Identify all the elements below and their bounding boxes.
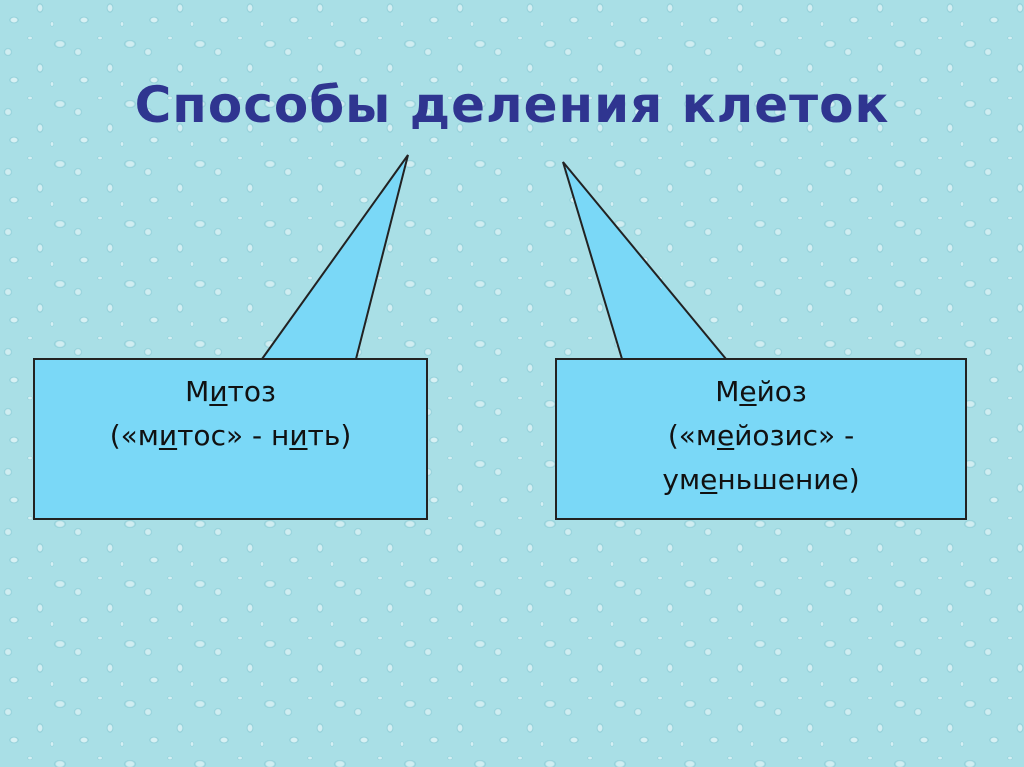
mitosis-name-pre: М bbox=[185, 375, 210, 408]
mitosis-name-post: тоз bbox=[227, 375, 276, 408]
meiosis-etym-open: («м bbox=[667, 419, 717, 452]
meiosis-meaning-pre: ум bbox=[662, 463, 701, 496]
meiosis-etym-stress: е bbox=[717, 419, 735, 452]
mitosis-box: Митоз («митос» - нить) bbox=[33, 358, 428, 520]
meiosis-box: Мейоз («мейозис» - уменьшение) bbox=[555, 358, 967, 520]
mitosis-etym-open: («м bbox=[109, 419, 159, 452]
mitosis-etymology: («митос» - нить) bbox=[35, 414, 426, 458]
mitosis-name-stress: и bbox=[209, 375, 228, 408]
mitosis-name: Митоз bbox=[35, 370, 426, 414]
meiosis-name: Мейоз bbox=[557, 370, 965, 414]
mitosis-etym-close: ть) bbox=[307, 419, 352, 452]
meiosis-meaning-post: ньшение) bbox=[717, 463, 860, 496]
slide-title: Способы деления клеток bbox=[134, 76, 890, 134]
meiosis-meaning: уменьшение) bbox=[557, 458, 965, 502]
meiosis-callout-pointer bbox=[562, 161, 729, 360]
meiosis-name-pre: М bbox=[715, 375, 740, 408]
mitosis-etym-mid: тос» - н bbox=[177, 419, 290, 452]
meiosis-meaning-stress: е bbox=[700, 463, 718, 496]
mitosis-callout-pointer bbox=[260, 154, 409, 360]
mitosis-etym-stress2: и bbox=[289, 419, 308, 452]
meiosis-etym-close: йозис» - bbox=[734, 419, 855, 452]
meiosis-etymology: («мейозис» - bbox=[557, 414, 965, 458]
meiosis-name-stress: е bbox=[739, 375, 757, 408]
meiosis-name-post: йоз bbox=[756, 375, 807, 408]
mitosis-etym-stress: и bbox=[158, 419, 178, 452]
